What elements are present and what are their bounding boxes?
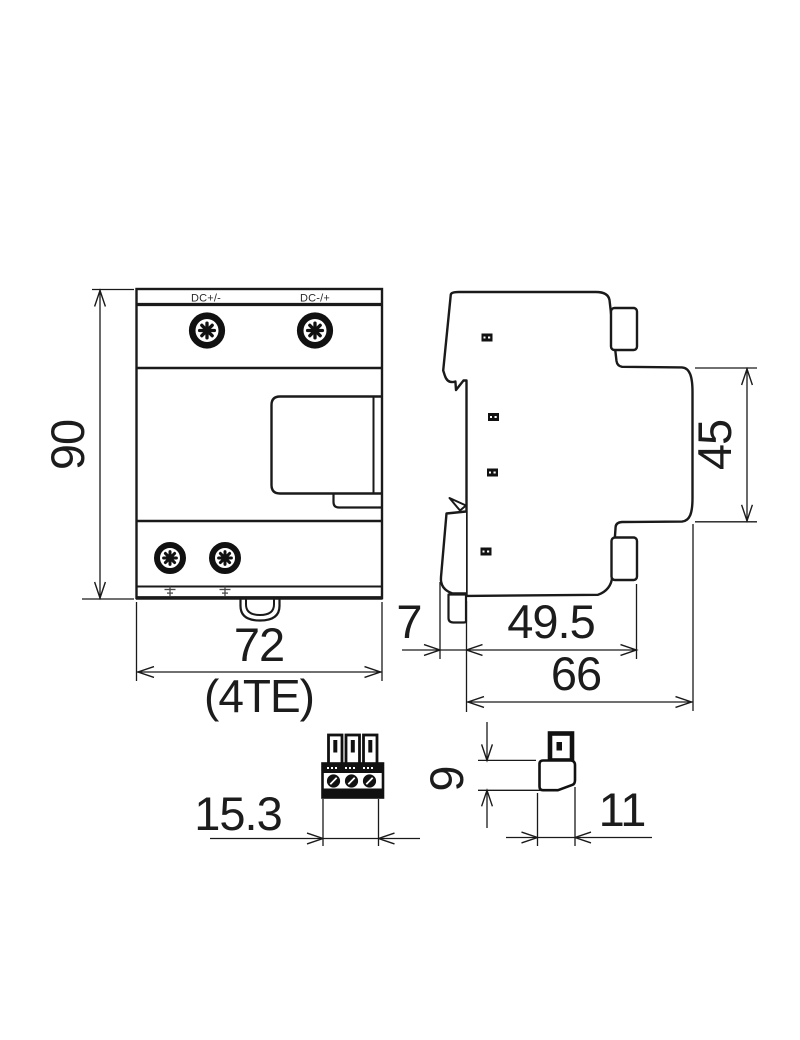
dim-text-total-depth: 66 [551,647,601,700]
vent-slot-icon [487,468,498,477]
dimension-clip-7-and-depth-49-5 [402,582,638,712]
terminal-block-prongs [327,733,379,766]
terminal-block-screws [326,774,377,788]
front-window-step [332,493,382,509]
dimension-height-90 [82,288,134,600]
terminal-screw-icon [157,545,183,571]
dim-text-front-height: 45 [688,420,741,470]
terminal-label-left: DC+/- [191,293,221,305]
side-terminal-cover-bottom [610,536,639,582]
side-clip-foot [447,593,468,624]
front-window [270,395,382,495]
terminal-screw-icon [300,316,330,346]
dim-text-width-note: (4TE) [204,670,314,722]
front-view: DC+/- DC-/+ [135,287,384,622]
vent-slot-icon [481,333,493,342]
dimension-block-height-9 [478,722,540,828]
dim-text-block-depth: 11 [599,783,646,836]
side-clip-barb [448,497,467,512]
terminal-block-top-band [322,763,383,773]
dimension-total-66 [466,524,694,711]
dim-text-clip-depth: 7 [396,595,421,648]
side-view [439,290,694,624]
terminal-block-band-marks [327,767,373,769]
terminal-block-bottom-band [322,788,383,798]
dimension-block-width-15-3 [210,799,420,846]
vent-slot-icon [488,413,499,421]
side-clip-body [439,510,467,595]
terminal-screw-icon [192,316,222,346]
dim-text-block-height: 9 [420,766,473,791]
side-body-outline [442,290,694,598]
vent-slot-icon [480,547,492,556]
terminal-label-right: DC-/+ [300,293,330,305]
terminal-block-side-tab-slot [556,742,562,751]
dim-text-width: 72 [234,618,284,671]
terminal-block-side-view [538,731,577,792]
terminal-block-front-view [321,733,385,799]
dim-text-body-depth: 49.5 [507,595,594,648]
dimension-width-72 [135,602,383,681]
dim-text-height: 90 [41,420,94,470]
dimension-front-45 [695,367,757,523]
dimension-block-depth-11 [506,787,652,846]
terminal-block-side-body [538,759,577,792]
terminal-screw-icon [212,545,238,571]
din-release-tab-inner [245,599,275,617]
side-terminal-cover-top [609,306,639,352]
dim-text-block-width: 15.3 [194,787,281,840]
din-release-tab-outer [239,599,281,622]
